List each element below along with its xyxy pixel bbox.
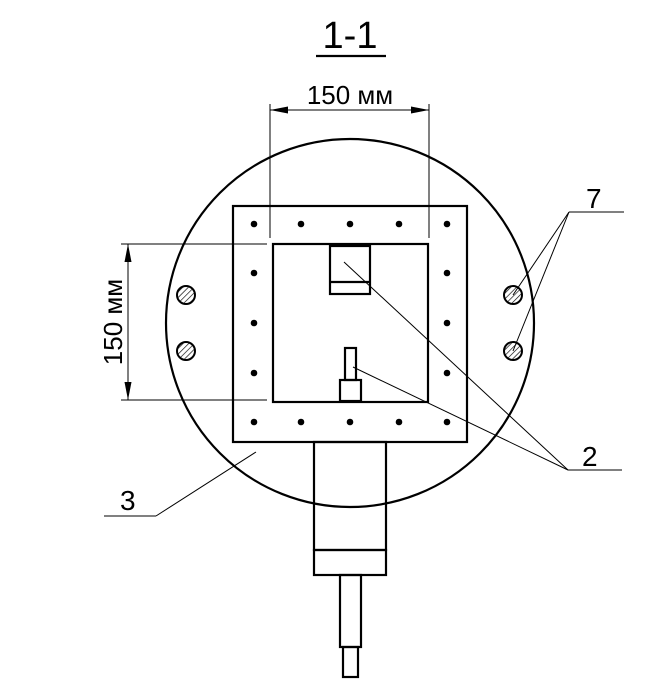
lower-probe	[338, 346, 363, 403]
bolt-hole	[443, 319, 451, 327]
bolt-hole	[250, 269, 258, 277]
callout-3-label: 3	[120, 485, 136, 516]
callout-3-leader	[104, 451, 257, 517]
vertical-dimension-label: 150 мм	[98, 279, 128, 365]
bolt-hole	[443, 220, 451, 228]
body-bolt-left-upper	[176, 285, 196, 305]
outer-flange	[231, 204, 469, 444]
bolt-hole	[443, 269, 451, 277]
bolt-hole	[443, 418, 451, 426]
body-bolt-left-lower	[176, 341, 196, 361]
callout-2-label: 2	[582, 441, 598, 472]
callout-7-label: 7	[586, 183, 602, 214]
flange-bolt-holes	[250, 220, 451, 426]
horizontal-dimension-label: 150 мм	[307, 80, 393, 110]
bolt-hole	[250, 369, 258, 377]
vertical-dimension	[121, 243, 267, 401]
bolt-hole	[297, 418, 305, 426]
bolt-hole	[250, 319, 258, 327]
bolt-hole	[395, 418, 403, 426]
callout-7-leader	[512, 211, 624, 352]
bolt-hole	[346, 220, 354, 228]
circular-body	[164, 137, 536, 509]
upper-probe	[328, 244, 372, 296]
bolt-hole	[297, 220, 305, 228]
bolt-hole	[250, 220, 258, 228]
horizontal-dimension	[269, 104, 430, 238]
bolt-hole	[346, 418, 354, 426]
stem-assembly	[312, 440, 388, 679]
body-bolts	[176, 285, 523, 361]
section-title: 1-1	[323, 15, 378, 57]
bolt-hole	[443, 369, 451, 377]
callout-2-leader	[343, 261, 622, 471]
bolt-hole	[395, 220, 403, 228]
bolt-hole	[250, 418, 258, 426]
